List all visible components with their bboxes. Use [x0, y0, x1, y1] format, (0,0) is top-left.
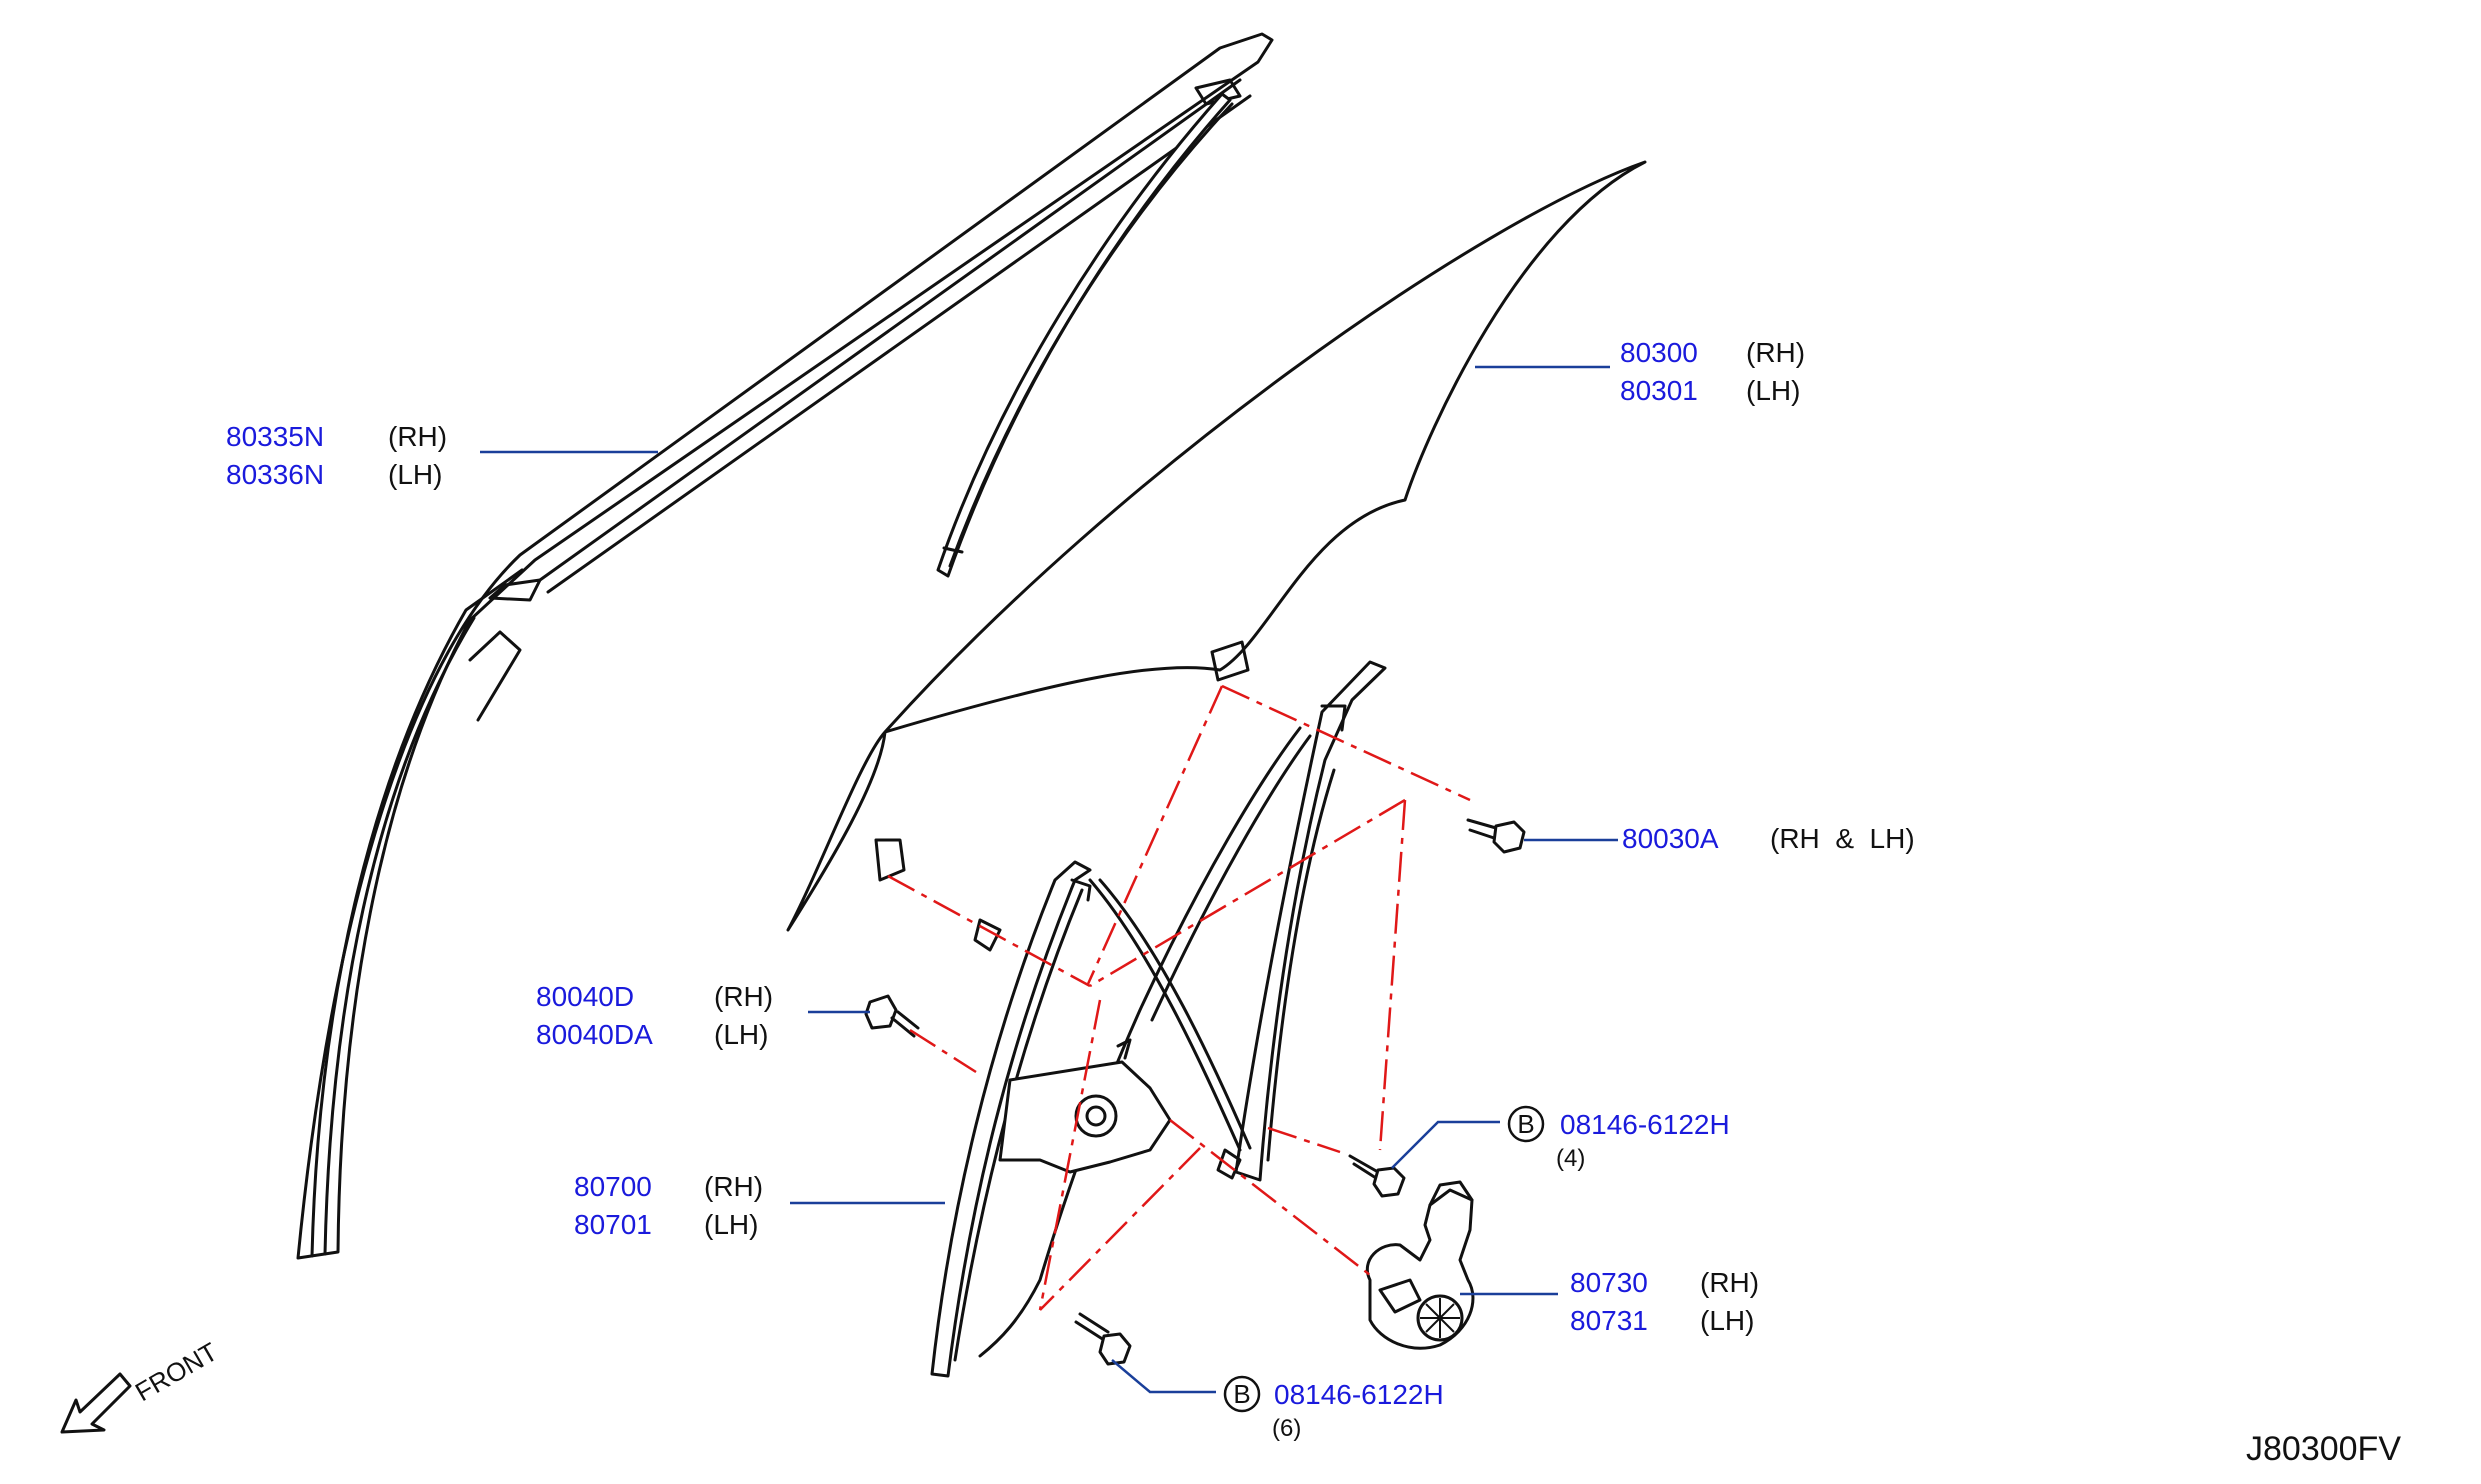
inner-rail-part	[936, 92, 1234, 578]
part-number-80300: 80300	[1620, 337, 1698, 368]
part-number-80701: 80701	[574, 1209, 652, 1240]
outer-molding-part	[296, 32, 1274, 1260]
side-lh: (LH)	[704, 1209, 758, 1240]
side-rh: (RH)	[1746, 337, 1805, 368]
label-outer-molding: 80335N (RH) 80336N (LH)	[226, 421, 447, 490]
side-lh: (LH)	[1700, 1305, 1754, 1336]
side-rh: (RH)	[388, 421, 447, 452]
side-lh: (LH)	[714, 1019, 768, 1050]
label-glass: 80300 (RH) 80301 (LH)	[1620, 337, 1805, 406]
regulator-motor-part	[1365, 1180, 1475, 1350]
side-rh: (RH)	[704, 1171, 763, 1202]
label-lower-b-bolt: B 08146-6122H (6)	[1223, 1375, 1444, 1442]
leader-lines	[480, 365, 1618, 1394]
part-number-80301: 80301	[1620, 375, 1698, 406]
part-number-08146-6122H: 08146-6122H	[1560, 1109, 1730, 1140]
label-motor: 80730 (RH) 80731 (LH)	[1570, 1267, 1759, 1336]
lower-b-bolt-part	[1074, 1312, 1132, 1366]
window-regulator-part	[930, 660, 1387, 1378]
quantity-6: (6)	[1272, 1415, 1301, 1442]
part-number-80700: 80700	[574, 1171, 652, 1202]
front-bolt-part	[864, 994, 920, 1038]
side-lh: (LH)	[388, 459, 442, 490]
label-upper-b-bolt: B 08146-6122H (4)	[1507, 1105, 1730, 1172]
side-rh-and-lh: (RH & LH)	[1770, 823, 1915, 854]
badge-letter-b: B	[1233, 1379, 1250, 1409]
part-number-80336N: 80336N	[226, 459, 324, 490]
part-number-08146-6122H: 08146-6122H	[1274, 1379, 1444, 1410]
side-rh: (RH)	[714, 981, 773, 1012]
label-regulator: 80700 (RH) 80701 (LH)	[574, 1171, 763, 1240]
side-rh: (RH)	[1700, 1267, 1759, 1298]
front-arrow-icon	[60, 1372, 132, 1434]
quantity-4: (4)	[1556, 1145, 1585, 1172]
part-number-80730: 80730	[1570, 1267, 1648, 1298]
part-number-80040D: 80040D	[536, 981, 634, 1012]
label-front-bolt: 80040D (RH) 80040DA (LH)	[536, 981, 773, 1050]
badge-circle	[1507, 1105, 1545, 1143]
part-number-80040DA: 80040DA	[536, 1019, 653, 1050]
front-label: FRONT	[130, 1336, 223, 1407]
side-lh: (LH)	[1746, 375, 1800, 406]
label-glass-bolt: 80030A (RH & LH)	[1622, 823, 1915, 854]
upper-b-bolt-part	[1348, 1154, 1406, 1198]
part-number-80030A: 80030A	[1622, 823, 1719, 854]
diagram-code: J80300FV	[2246, 1430, 2401, 1468]
glass-bolt-part	[1466, 818, 1526, 854]
assembly-lines	[887, 684, 1471, 1311]
part-number-80731: 80731	[1570, 1305, 1648, 1336]
door-glass-part	[786, 160, 1647, 932]
part-number-80335N: 80335N	[226, 421, 324, 452]
badge-letter-b: B	[1517, 1109, 1534, 1139]
badge-circle	[1223, 1375, 1261, 1413]
front-indicator: FRONT	[60, 1336, 223, 1434]
